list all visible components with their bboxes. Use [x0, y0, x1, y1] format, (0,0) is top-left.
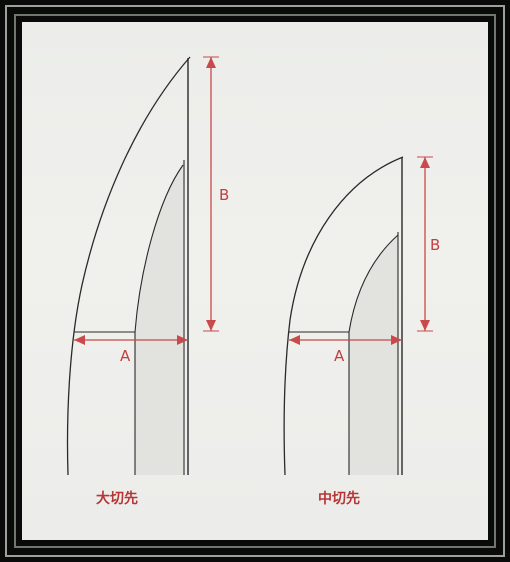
- left-dimension-a-label: A: [120, 347, 131, 365]
- right-blade-shinogi-shade: [349, 235, 398, 475]
- left-dimension-a-arrow-right: [177, 335, 188, 345]
- frame-border-inner: [14, 14, 496, 548]
- left-blade-cutting-edge: [66, 56, 191, 476]
- left-blade-caption: 大切先: [96, 490, 138, 507]
- right-dimension-a-arrow-left: [289, 335, 300, 345]
- left-blade-shinogi-line: [134, 164, 184, 475]
- frame-border-outer: [5, 5, 505, 557]
- right-dimension-a-label: A: [334, 347, 345, 365]
- right-blade: B A 中切先: [283, 156, 440, 507]
- right-dimension-b-label: B: [430, 236, 440, 254]
- right-dimension-a-arrow-right: [391, 335, 402, 345]
- right-blade-cutting-edge: [283, 156, 404, 476]
- left-blade-shinogi-shade: [135, 165, 183, 475]
- left-blade: B A 大切先: [66, 56, 229, 507]
- left-dimension-b-arrow-top: [206, 57, 216, 68]
- left-dimension-a-arrow-left: [74, 335, 85, 345]
- right-dimension-b-arrow-bottom: [420, 320, 430, 331]
- right-dimension-b-arrow-top: [420, 157, 430, 168]
- left-dimension-b-label: B: [219, 186, 229, 204]
- paper-background: [22, 22, 488, 540]
- right-blade-caption: 中切先: [318, 490, 360, 507]
- left-dimension-b-arrow-bottom: [206, 320, 216, 331]
- right-blade-shinogi-line: [348, 234, 399, 475]
